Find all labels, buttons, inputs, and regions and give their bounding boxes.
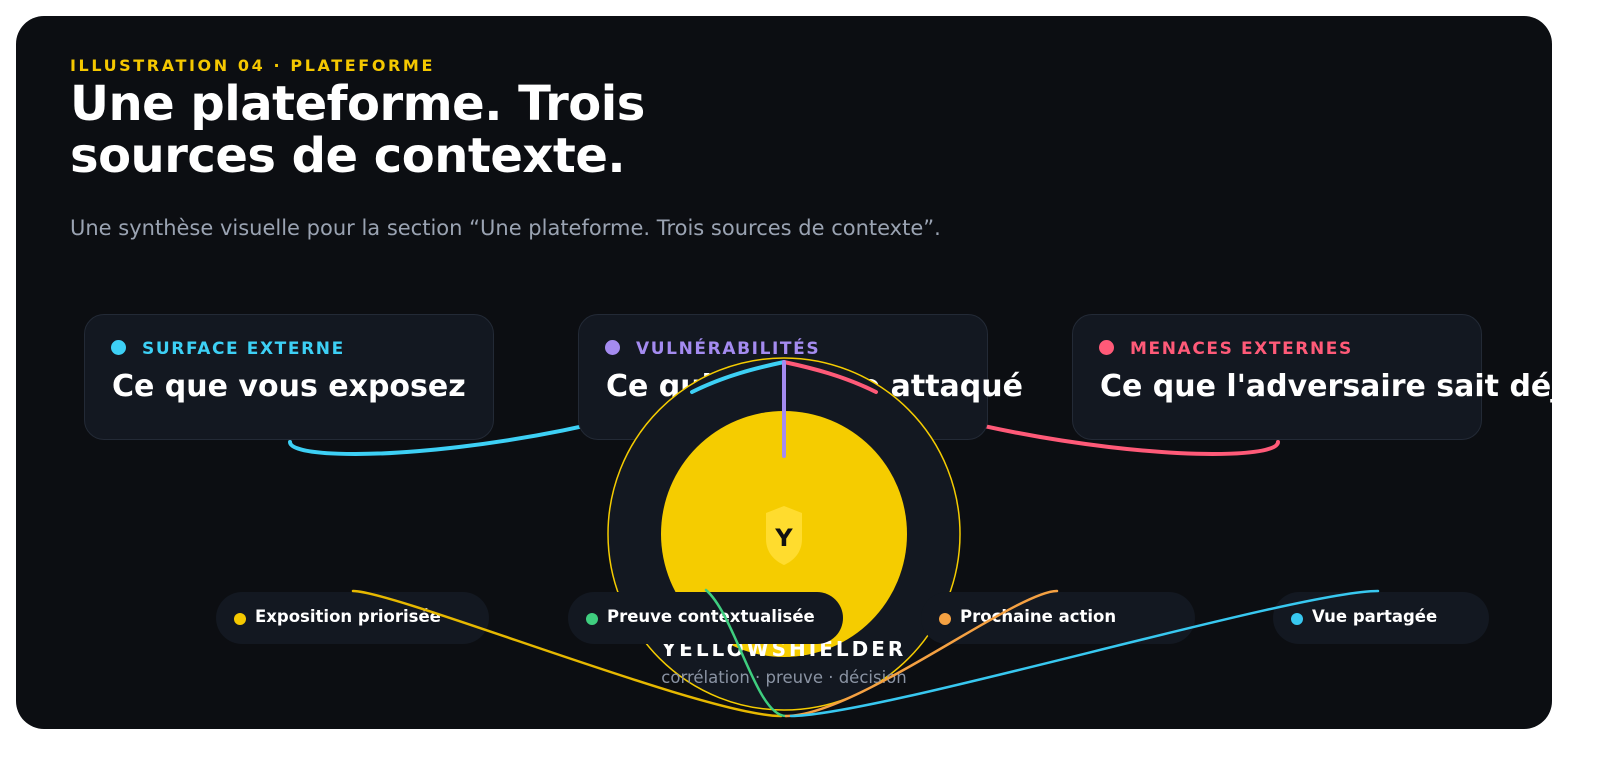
status-dot [586, 613, 598, 625]
output-pill-exposition-priorisee: Exposition priorisée [216, 592, 489, 644]
connector-prochaine-action [784, 589, 1059, 718]
logo-letter: Y [774, 524, 793, 552]
output-connectors [351, 588, 1380, 718]
connector-exposition-priorisee [351, 589, 783, 718]
page-subtitle: Une synthèse visuelle pour la section “U… [70, 216, 941, 240]
source-label: VULNÉRABILITÉS [636, 339, 821, 359]
source-label: SURFACE EXTERNE [142, 339, 345, 359]
status-dot [1291, 613, 1303, 625]
hub-tagline: corrélation · preuve · décision [661, 668, 907, 687]
source-text: Ce que vous exposez [112, 369, 466, 404]
source-card-surface-externe: SURFACE EXTERNE Ce que vous exposez [84, 314, 494, 440]
source-text: Ce que l'adversaire sait déjà [1100, 369, 1552, 404]
status-dot [234, 613, 246, 625]
output-label: Vue partagée [1312, 607, 1438, 626]
eyebrow-label: ILLUSTRATION 04 · PLATEFORME [70, 56, 435, 75]
output-label: Preuve contextualisée [607, 607, 815, 626]
output-pill-preuve-contextualisee: Preuve contextualisée [568, 592, 843, 644]
source-label: MENACES EXTERNES [1130, 339, 1353, 359]
status-dot [111, 340, 126, 355]
status-dot [605, 340, 620, 355]
status-dot [939, 613, 951, 625]
output-label: Exposition priorisée [255, 607, 441, 626]
output-label: Prochaine action [960, 607, 1117, 626]
connector-surface-externe-front [690, 360, 786, 394]
connector-preuve-contextualisee [704, 588, 788, 718]
source-card-menaces-externes: MENACES EXTERNES Ce que l'adversaire sai… [1072, 314, 1552, 440]
page-title: Une plateforme. Trois sources de context… [70, 76, 645, 184]
output-pill-prochaine-action: Prochaine action [921, 592, 1195, 644]
connector-menaces-externes-front [782, 360, 878, 394]
connector-vue-partagee [789, 589, 1380, 718]
status-dot [1099, 340, 1114, 355]
illustration-panel: ILLUSTRATION 04 · PLATEFORME Une platefo… [16, 16, 1552, 729]
shield-icon: Y [766, 506, 802, 565]
